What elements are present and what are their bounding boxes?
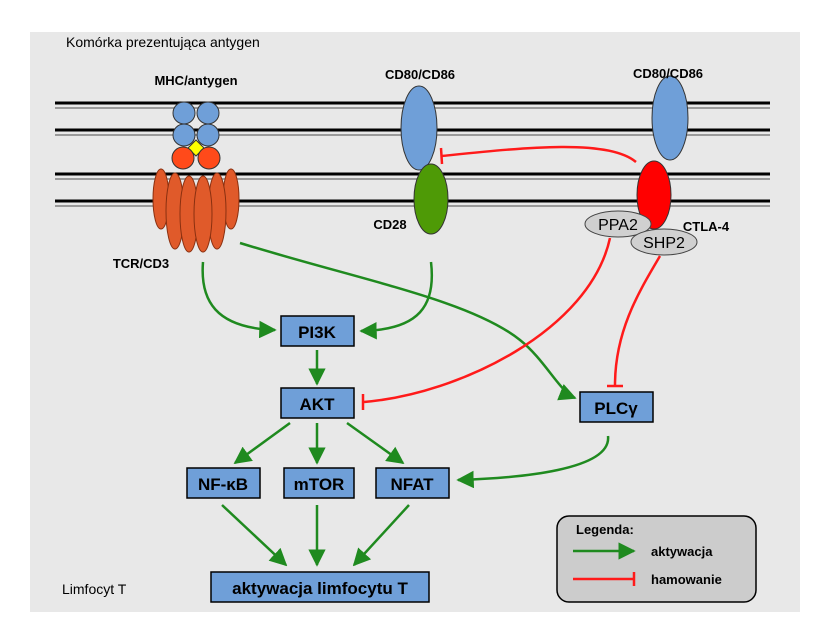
mhc-antigen-complex <box>171 101 221 170</box>
node-nfkb: NF-κB <box>186 467 261 499</box>
node-nfat: NFAT <box>375 467 450 499</box>
apc-region-label: Komórka prezentująca antygen <box>66 34 260 50</box>
activation-arrows <box>201 241 610 567</box>
arrow-plcg-nfat <box>456 435 610 489</box>
cd80-right-receptor <box>651 75 689 161</box>
svg-text:PI3K: PI3K <box>298 323 337 342</box>
arrow-akt-nfat <box>346 421 405 465</box>
node-mtor: mTOR <box>283 467 355 499</box>
inhibition-ctla4-cd80 <box>441 145 637 163</box>
mhc-label: MHC/antygen <box>154 73 237 88</box>
shp2-adaptor <box>630 228 698 256</box>
legend-activation-label: aktywacja <box>651 544 713 559</box>
arrow-cd28-pi3k <box>359 261 434 340</box>
arrow-tcr-pi3k <box>201 261 277 339</box>
legend-title: Legenda: <box>576 522 634 537</box>
arrow-nfat-result <box>352 504 410 567</box>
node-akt: AKT <box>280 387 355 419</box>
inhibition-ppa2-akt <box>363 237 612 404</box>
ctla4-receptor <box>636 160 672 230</box>
svg-text:PLCγ: PLCγ <box>594 399 638 418</box>
shp2-label: SHP2 <box>643 235 685 252</box>
svg-text:AKT: AKT <box>300 395 336 414</box>
arrow-nfkb-result <box>221 504 288 567</box>
svg-text:mTOR: mTOR <box>294 475 345 494</box>
svg-text:NFAT: NFAT <box>390 475 434 494</box>
inhibition-bar-cd80 <box>439 147 444 165</box>
cd80-left-receptor <box>400 85 438 171</box>
node-pi3k: PI3K <box>280 315 355 347</box>
ppa2-label: PPA2 <box>598 217 638 234</box>
cd28-receptor <box>413 163 449 235</box>
ppa2-adaptor <box>584 210 652 238</box>
inhibition-shp2-plcg <box>613 255 662 386</box>
t-cell-region-label: Limfocyt T <box>62 581 127 597</box>
arrow-akt-nfkb <box>233 421 291 465</box>
node-plcg: PLCγ <box>579 391 654 423</box>
svg-text:aktywacja limfocytu T: aktywacja limfocytu T <box>232 579 408 598</box>
cd28-label: CD28 <box>373 217 406 232</box>
tcr-label: TCR/CD3 <box>113 256 169 271</box>
inhibition-arrows <box>361 237 662 410</box>
node-result: aktywacja limfocytu T <box>210 571 430 603</box>
legend-inhibition-label: hamowanie <box>651 572 722 587</box>
arrow-tcr-plcg <box>239 241 577 401</box>
legend: Legenda: aktywacja hamowanie <box>556 515 757 603</box>
ctla4-label: CTLA-4 <box>683 219 730 234</box>
cd80-right-label: CD80/CD86 <box>633 66 703 81</box>
cd80-left-label: CD80/CD86 <box>385 67 455 82</box>
tcr-cd3-complex <box>152 168 240 253</box>
svg-text:NF-κB: NF-κB <box>198 475 248 494</box>
